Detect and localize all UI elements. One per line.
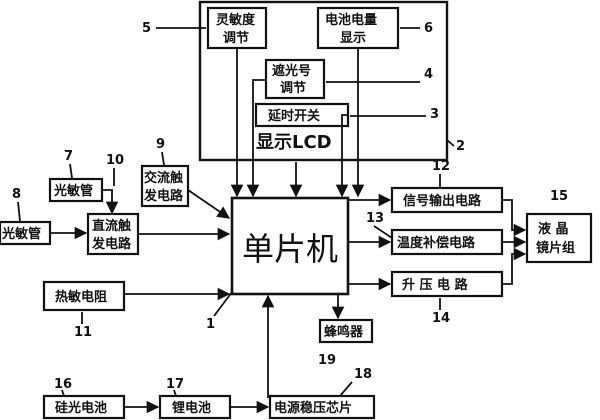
ref-number-18: 18 <box>354 367 372 382</box>
leader-17 <box>173 389 177 397</box>
regulator-label: 电源稳压芯片 <box>274 400 352 416</box>
wire-delay-mcu <box>335 114 349 198</box>
ac-trigger-label-2: 发电路 <box>143 188 184 204</box>
ref-number-12: 12 <box>432 159 450 174</box>
leader-18 <box>339 381 353 397</box>
ac-trigger-box <box>140 164 190 208</box>
boost-circuit-box <box>390 270 504 298</box>
ref-number-9: 9 <box>156 137 165 152</box>
ref-number-8: 8 <box>12 187 21 202</box>
wire-signal-lens <box>502 199 527 237</box>
wire-ac-mcu <box>187 189 231 219</box>
lcd-label: 显示LCD <box>256 132 332 153</box>
lcd-lens-label-1: 液 晶 <box>538 221 569 237</box>
ref-number-2: 2 <box>456 139 465 154</box>
dc-trigger-label-2: 发电路 <box>91 236 132 252</box>
ref-number-7: 7 <box>64 149 73 164</box>
photo-tube-7-label: 光敏管 <box>53 183 93 199</box>
leader-8 <box>17 201 21 222</box>
delay-label: 延时开关 <box>267 108 320 124</box>
mcu-box <box>230 196 350 296</box>
thermistor-box <box>42 280 126 312</box>
sensitivity-label-1: 灵敏度 <box>216 12 256 28</box>
wire-shading-mcu <box>246 79 266 198</box>
ref-number-14: 14 <box>432 311 450 326</box>
battery-label-2: 显示 <box>340 31 366 46</box>
buzzer-label: 蜂鸣器 <box>324 324 364 340</box>
mcu-label: 单片机 <box>242 230 338 268</box>
battery-label-1: 电池电量 <box>325 12 377 28</box>
lcd-lens-group-box <box>525 212 593 264</box>
ref-number-16: 16 <box>54 377 72 392</box>
buzzer-box <box>318 318 374 344</box>
signal-output-box <box>390 186 504 214</box>
ref-number-3: 3 <box>430 107 439 122</box>
ac-trigger-label-1: 交流触 <box>144 170 183 186</box>
thermistor-label: 热敏电阻 <box>55 289 107 305</box>
lcd-frame <box>198 0 449 162</box>
ref-number-13: 13 <box>366 211 384 226</box>
ref-number-1: 1 <box>206 317 215 332</box>
leader-9 <box>161 151 165 166</box>
leader-2 <box>446 139 455 147</box>
regulator-box <box>268 394 376 420</box>
sensitivity-label-2: 调节 <box>223 30 249 46</box>
dc-trigger-label-1: 直流触 <box>92 218 131 234</box>
boost-circuit-label: 升 压 电 路 <box>402 277 469 293</box>
leader-1 <box>213 291 233 317</box>
ref-number-19: 19 <box>318 353 336 368</box>
shading-adjust-box <box>264 58 326 100</box>
leader-7 <box>69 163 73 179</box>
lcd-lens-label-2: 镜片组 <box>536 240 575 256</box>
ref-number-6: 6 <box>424 21 433 36</box>
temp-compensation-box <box>390 228 504 256</box>
wire-boost-lens <box>502 247 527 285</box>
leader-13 <box>373 225 393 239</box>
wire-photo7-dc <box>102 189 119 215</box>
leader-16 <box>61 389 65 397</box>
silicon-cell-label: 硅光电池 <box>55 400 107 416</box>
ref-number-5: 5 <box>142 21 151 36</box>
photo-tube-8-label: 光敏管 <box>1 226 41 242</box>
dc-trigger-box <box>86 212 140 256</box>
shading-label-2: 调节 <box>280 80 306 96</box>
ref-number-4: 4 <box>424 67 433 82</box>
ref-number-11: 11 <box>74 325 92 340</box>
ref-number-17: 17 <box>166 377 184 392</box>
temp-compensation-label: 温度补偿电路 <box>397 235 476 251</box>
ref-number-15: 15 <box>550 189 568 204</box>
signal-output-label: 信号输出电路 <box>403 193 482 209</box>
shading-label-1: 遮光号 <box>272 63 311 79</box>
lithium-battery-label: 锂电池 <box>172 400 211 416</box>
ref-number-10: 10 <box>106 153 124 168</box>
